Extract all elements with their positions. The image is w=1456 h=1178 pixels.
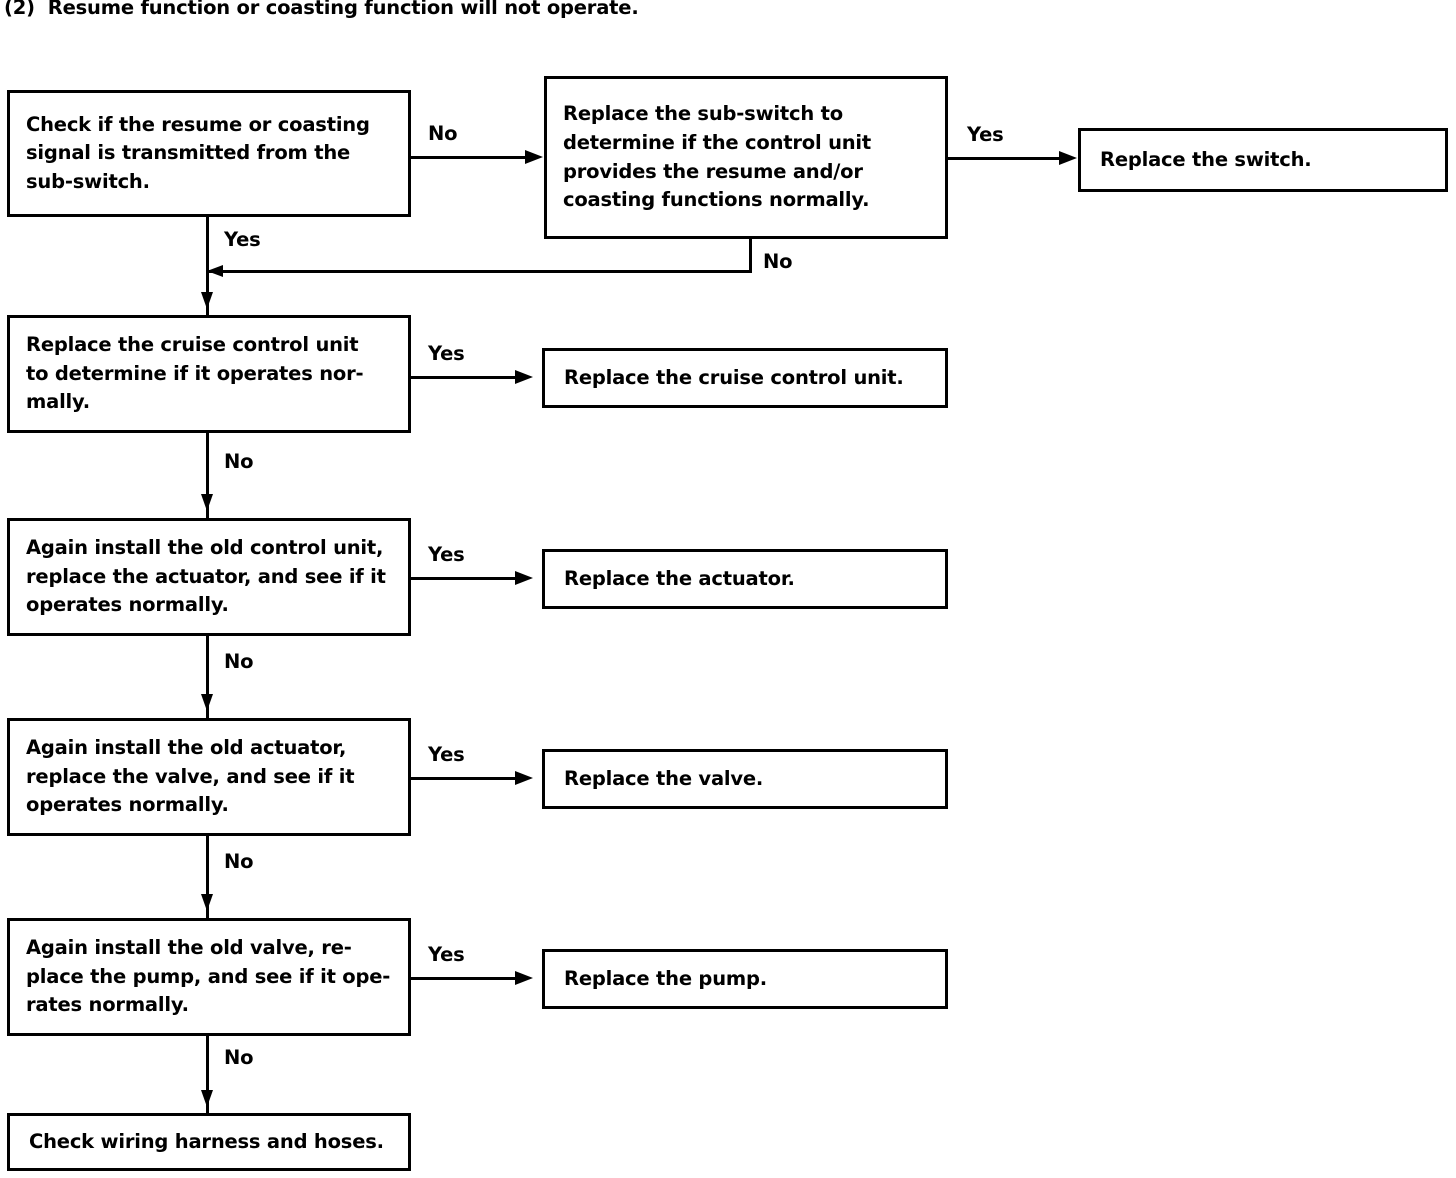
node-test-actuator[interactable]: Again install the old control unit, repl… [7,518,411,636]
node-replace-pump-label: Replace the pump. [564,966,767,990]
node-test-pump-label: Again install the old valve, re- place t… [26,936,391,1017]
page-heading: (2) Resume function or coasting function … [4,0,639,19]
node-test-cruise-unit[interactable]: Replace the cruise control unit to deter… [7,315,411,433]
edge-no-subswitch-drop [749,239,752,273]
edge-no-3-line [206,636,209,721]
edge-label-yes-1: Yes [224,228,261,251]
edge-label-no-4: No [224,850,254,873]
edge-yes-5-arrowhead [515,971,533,985]
node-test-actuator-label: Again install the old control unit, repl… [26,536,386,617]
node-replace-cruise-unit-label: Replace the cruise control unit. [564,365,904,389]
edge-label-yes-2: Yes [428,342,465,365]
node-replace-subswitch-label: Replace the sub-switch to determine if t… [563,102,872,212]
edge-yes-1-line [206,217,209,315]
edge-yes-subswitch-arrowhead [1059,151,1077,165]
node-check-harness-label: Check wiring harness and hoses. [29,1129,384,1153]
edge-no-subswitch-line [207,270,752,273]
edge-yes-2-arrowhead [515,370,533,384]
edge-no-3-arrowhead [201,694,213,711]
node-test-valve[interactable]: Again install the old actuator, replace … [7,718,411,836]
edge-no-2-line [206,433,209,518]
node-test-pump[interactable]: Again install the old valve, re- place t… [7,918,411,1036]
node-replace-valve-label: Replace the valve. [564,766,764,790]
node-replace-actuator[interactable]: Replace the actuator. [542,549,948,609]
node-check-signal-label: Check if the resume or coasting signal i… [26,112,370,193]
heading-text: Resume function or coasting function wil… [47,0,639,19]
edge-yes-subswitch-line [948,157,1063,160]
edge-label-no-3: No [224,650,254,673]
node-replace-valve[interactable]: Replace the valve. [542,749,948,809]
node-test-valve-label: Again install the old actuator, replace … [26,736,355,817]
edge-no-1-line [411,156,528,159]
edge-no-4-line [206,836,209,921]
node-check-signal[interactable]: Check if the resume or coasting signal i… [7,90,411,217]
node-replace-actuator-label: Replace the actuator. [564,566,795,590]
edge-yes-3-line [411,577,519,580]
heading-number: (2) [4,0,35,19]
edge-no-5-arrowhead [201,1090,213,1107]
edge-yes-5-line [411,977,519,980]
node-replace-subswitch[interactable]: Replace the sub-switch to determine if t… [544,76,948,239]
node-replace-cruise-unit[interactable]: Replace the cruise control unit. [542,348,948,408]
edge-yes-4-arrowhead [515,771,533,785]
node-replace-pump[interactable]: Replace the pump. [542,949,948,1009]
edge-yes-1-arrowhead [201,292,213,309]
node-check-harness[interactable]: Check wiring harness and hoses. [7,1113,411,1171]
edge-no-2-arrowhead [201,494,213,511]
edge-label-yes-5: Yes [428,943,465,966]
edge-label-yes-4: Yes [428,743,465,766]
edge-label-no-2: No [224,450,254,473]
edge-no-4-arrowhead [201,894,213,911]
edge-yes-2-line [411,376,519,379]
edge-yes-3-arrowhead [515,571,533,585]
node-replace-switch-label: Replace the switch. [1100,147,1312,171]
edge-label-yes-3: Yes [428,543,465,566]
edge-label-no-subswitch: No [763,250,793,273]
node-test-cruise-unit-label: Replace the cruise control unit to deter… [26,333,364,414]
edge-no-subswitch-arrowhead [207,265,223,277]
edge-no-5-line [206,1036,209,1116]
edge-no-1-arrowhead [525,150,543,164]
node-replace-switch[interactable]: Replace the switch. [1078,128,1448,192]
edge-yes-4-line [411,777,519,780]
edge-label-no-1: No [428,122,458,145]
edge-label-no-5: No [224,1046,254,1069]
edge-label-yes-subswitch: Yes [967,123,1004,146]
